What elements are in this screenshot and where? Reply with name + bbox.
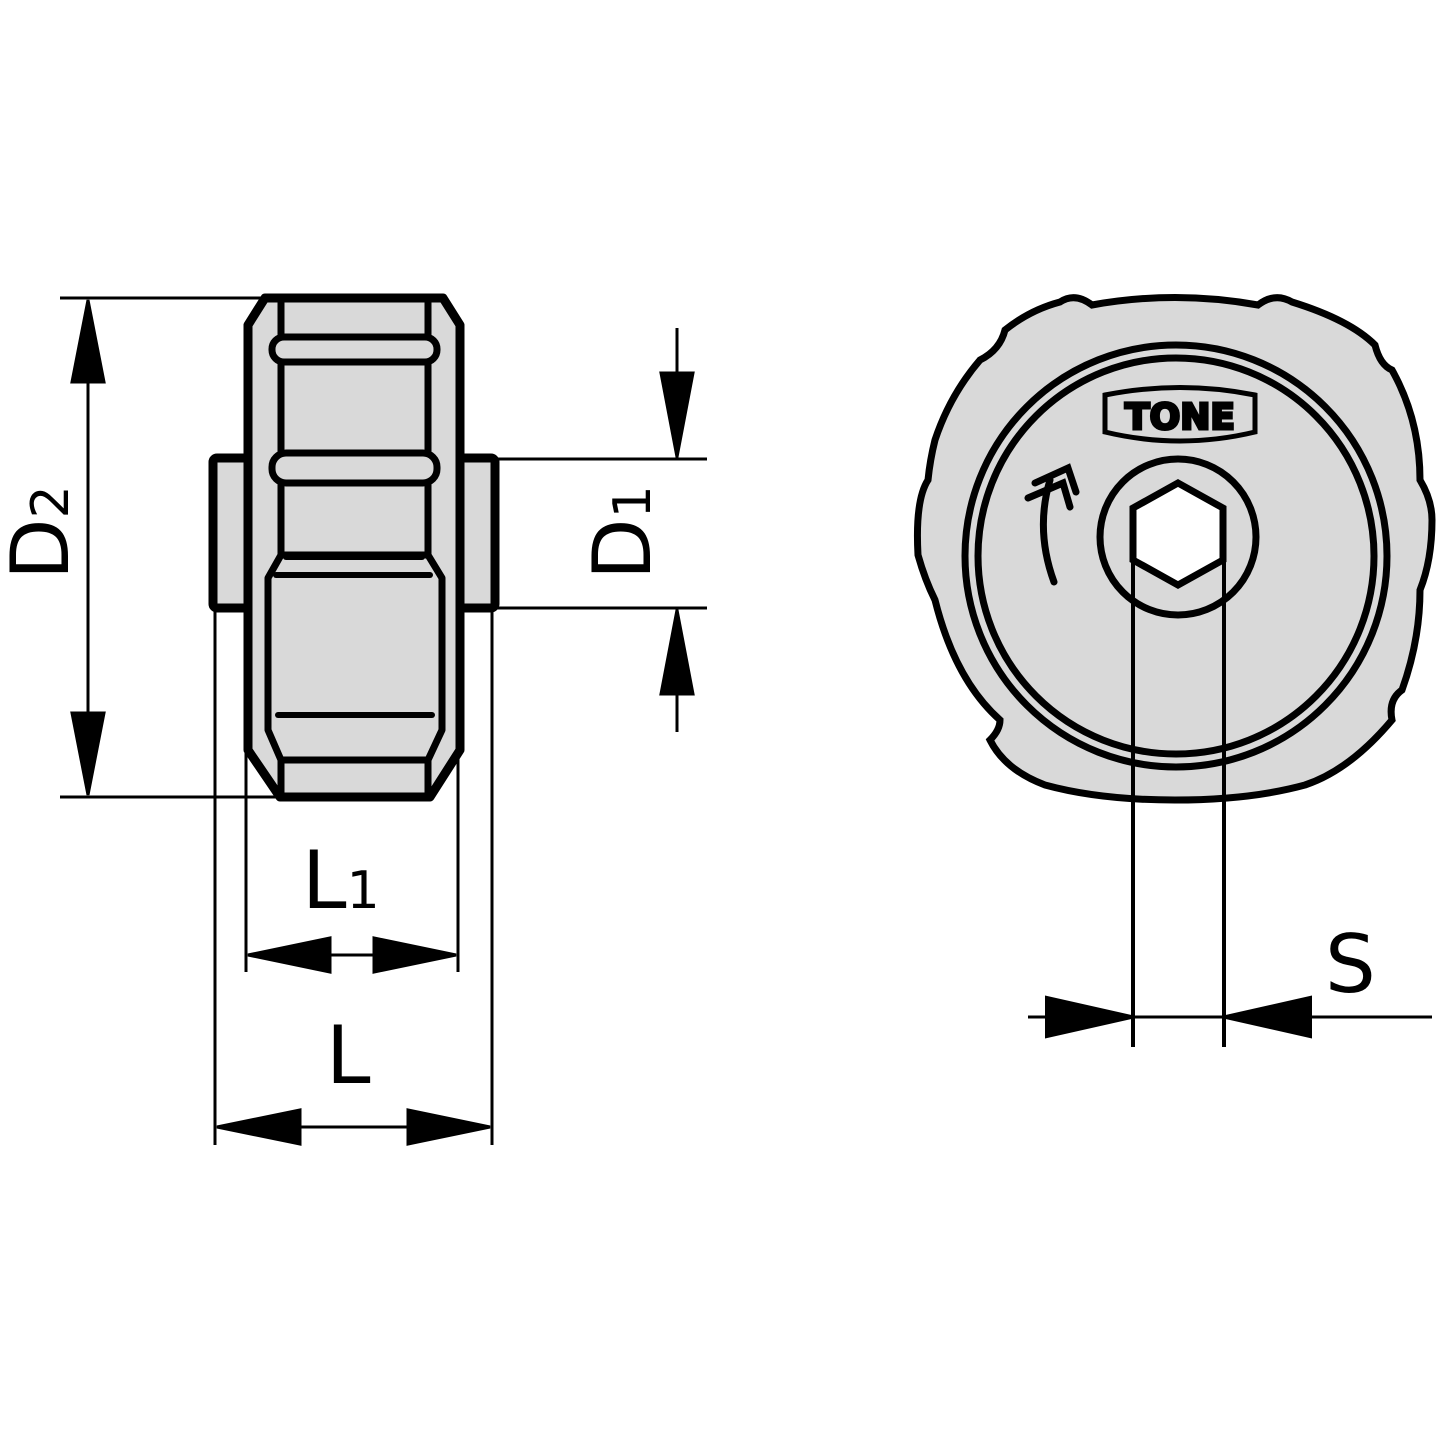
d2-arrow-bottom bbox=[70, 711, 106, 796]
lower-section bbox=[264, 551, 446, 764]
side-view bbox=[208, 293, 500, 802]
ring-band-middle bbox=[268, 449, 441, 487]
front-view bbox=[913, 294, 1436, 804]
hex-socket-icon bbox=[1129, 478, 1227, 590]
label-d1: D1 bbox=[576, 485, 669, 580]
inner-ring bbox=[974, 354, 1378, 758]
tone-logo: TONE bbox=[1102, 385, 1258, 444]
label-l1: L1 bbox=[302, 834, 380, 927]
s-arrow-right bbox=[1225, 995, 1312, 1039]
l1-arrow-right bbox=[372, 936, 457, 974]
outer-ring bbox=[961, 341, 1391, 771]
l-arrow-right bbox=[406, 1108, 491, 1146]
label-l: L bbox=[326, 1009, 371, 1102]
s-dimension bbox=[1028, 560, 1432, 1047]
l-arrow-left bbox=[216, 1108, 302, 1146]
d2-arrow-top bbox=[70, 299, 106, 384]
dimension-lines bbox=[60, 296, 707, 1146]
dimension-labels: D2 D1 L1 L S bbox=[0, 485, 1376, 1102]
l1-arrow-left bbox=[247, 936, 332, 974]
ring-band-top bbox=[268, 333, 441, 366]
logo-text: TONE bbox=[1125, 397, 1235, 438]
label-d2: D2 bbox=[0, 485, 87, 580]
label-s: S bbox=[1325, 918, 1376, 1011]
d1-arrow-bottom bbox=[659, 609, 695, 696]
s-arrow-left bbox=[1045, 995, 1132, 1039]
d1-arrow-top bbox=[659, 371, 695, 458]
